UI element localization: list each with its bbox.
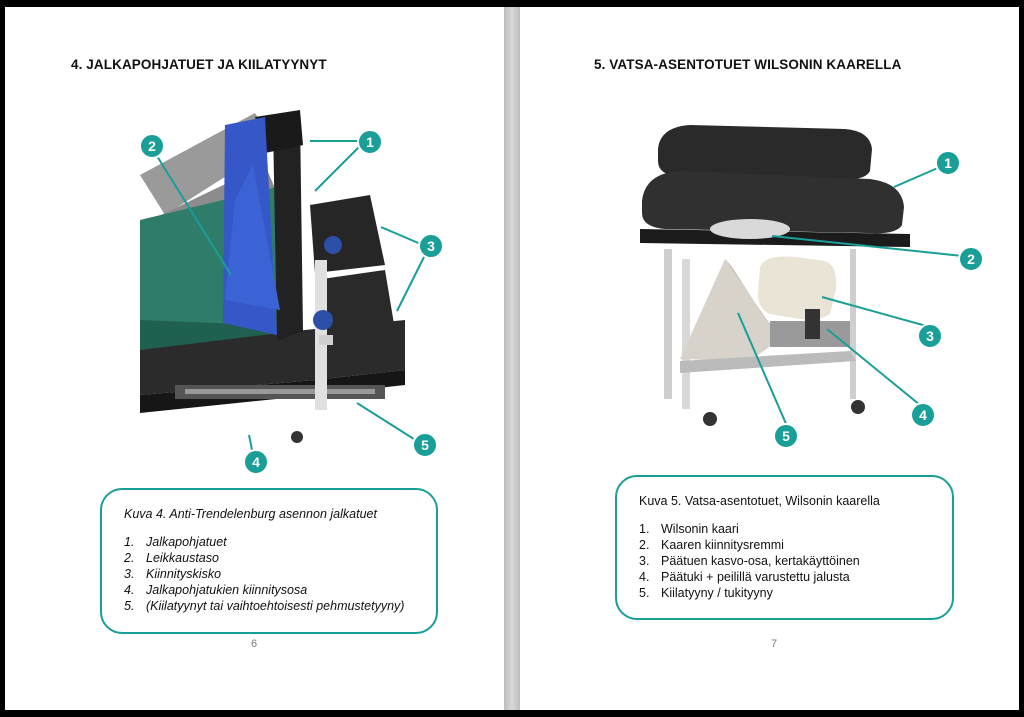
callout-3-marker: 3 bbox=[917, 323, 943, 349]
callout-1-marker: 1 bbox=[935, 150, 961, 176]
callout-5-marker: 5 bbox=[773, 423, 799, 449]
svg-text:4: 4 bbox=[252, 454, 260, 470]
svg-text:1: 1 bbox=[366, 134, 374, 150]
caption-item: 2.Kaaren kiinnitysremmi bbox=[639, 538, 784, 552]
caption-item: 4.Jalkapohjatukien kiinnitysosa bbox=[124, 583, 308, 597]
svg-text:4: 4 bbox=[919, 407, 927, 423]
page-number: 7 bbox=[771, 638, 778, 650]
page-gutter bbox=[504, 7, 520, 710]
figure-caption-box: Kuva 4. Anti-Trendelenburg asennon jalka… bbox=[100, 488, 438, 634]
page-7: 5. VATSA-ASENTOTUET WILSONIN KAARELLA bbox=[520, 7, 1019, 710]
caption-item: 5.Kiilatyyny / tukityyny bbox=[639, 586, 773, 600]
document-spread: 4. JALKAPOHJATUET JA KIILATYYNYT bbox=[5, 7, 1019, 710]
svg-text:3: 3 bbox=[926, 328, 934, 344]
wilson-frame-photo: 1 2 3 4 5 bbox=[640, 125, 984, 449]
page-6: 4. JALKAPOHJATUET JA KIILATYYNYT bbox=[5, 7, 504, 710]
callout-3-marker: 3 bbox=[418, 233, 444, 259]
svg-text:5: 5 bbox=[782, 428, 790, 444]
callout-2-marker: 2 bbox=[958, 246, 984, 272]
callout-1-marker: 1 bbox=[357, 129, 383, 155]
callout-4-marker: 4 bbox=[910, 402, 936, 428]
caption-title: Kuva 5. Vatsa-asentotuet, Wilsonin kaare… bbox=[639, 494, 880, 508]
callout-5-marker: 5 bbox=[412, 432, 438, 458]
svg-text:2: 2 bbox=[148, 138, 156, 154]
caption-item: 2.Leikkaustaso bbox=[124, 551, 219, 565]
caption-title: Kuva 4. Anti-Trendelenburg asennon jalka… bbox=[124, 507, 377, 521]
svg-text:1: 1 bbox=[944, 155, 952, 171]
svg-text:2: 2 bbox=[967, 251, 975, 267]
caption-item: 5.(Kiilatyynyt tai vaihtoehtoisesti pehm… bbox=[124, 599, 405, 613]
svg-text:5: 5 bbox=[421, 437, 429, 453]
section-heading: 5. VATSA-ASENTOTUET WILSONIN KAARELLA bbox=[594, 57, 902, 72]
caption-list: 1.Jalkapohjatuet 2.Leikkaustaso 3.Kiinni… bbox=[124, 534, 404, 614]
caption-item: 1.Jalkapohjatuet bbox=[124, 535, 227, 549]
callout-4-marker: 4 bbox=[243, 449, 269, 475]
caption-item: 1.Wilsonin kaari bbox=[639, 522, 739, 536]
section-heading: 4. JALKAPOHJATUET JA KIILATYYNYT bbox=[71, 57, 327, 72]
caption-item: 3.Kiinnityskisko bbox=[124, 567, 222, 581]
caption-item: 3.Päätuen kasvo-osa, kertakäyttöinen bbox=[639, 554, 860, 568]
page-number: 6 bbox=[251, 638, 258, 650]
caption-list: 1.Wilsonin kaari 2.Kaaren kiinnitysremmi… bbox=[639, 521, 860, 601]
svg-text:3: 3 bbox=[427, 238, 435, 254]
caption-item: 4.Päätuki + peilillä varustettu jalusta bbox=[639, 570, 850, 584]
foot-support-photo: 2 1 3 4 5 bbox=[139, 110, 444, 475]
callout-2-marker: 2 bbox=[139, 133, 165, 159]
figure-caption-box: Kuva 5. Vatsa-asentotuet, Wilsonin kaare… bbox=[615, 475, 954, 620]
